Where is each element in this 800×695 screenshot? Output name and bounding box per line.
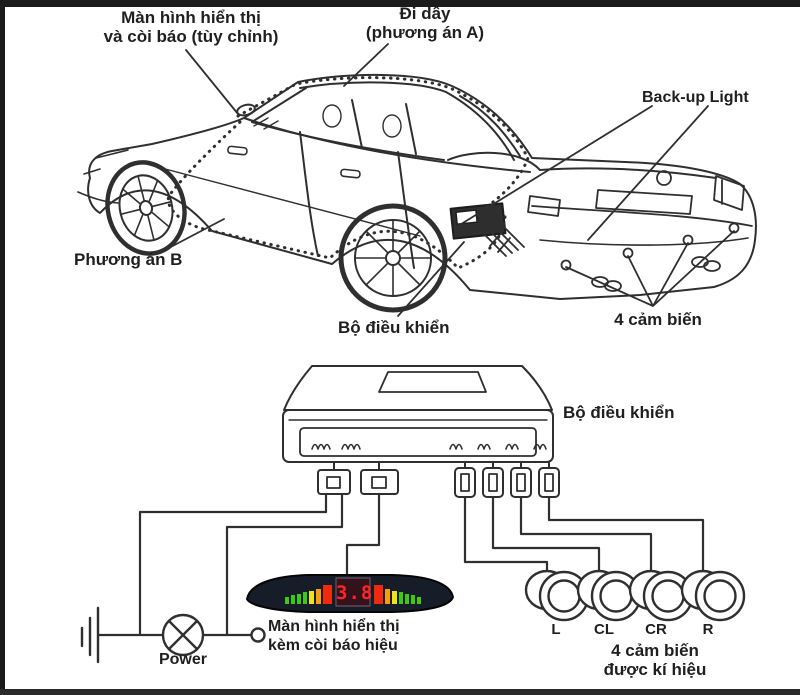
bottom-border-strip [0, 689, 800, 695]
terminal-circle-icon [250, 627, 266, 643]
label-backup-light: Back-up Light [642, 89, 749, 106]
exhaust-pipes [591, 256, 721, 292]
label-wiring-option-a: Đi dây (phương án A) [365, 4, 485, 42]
trunk-control-unit [449, 202, 507, 240]
label-option-b: Phương án B [74, 250, 183, 269]
led-bars-right [374, 585, 421, 604]
ground-icon [80, 606, 100, 664]
label-sensor-l: L [551, 621, 561, 638]
sensor-cl [576, 569, 642, 622]
label-display-with-buzzer: Màn hình hiển thị kèm còi báo hiệu [268, 618, 400, 654]
label-car-control-unit: Bộ điều khiển [338, 318, 450, 337]
sensor-cr [628, 569, 694, 622]
led-bars-left [285, 585, 332, 604]
leader-lines [164, 43, 735, 317]
left-border-strip [0, 0, 5, 695]
label-sensors-caption: 4 cảm biến được kí hiệu [603, 641, 707, 679]
control-box [282, 365, 554, 463]
label-sensor-r: R [702, 621, 714, 638]
box-pin-glyphs [311, 443, 547, 450]
distance-display-value: 3.8 [336, 582, 374, 604]
front-wheel [105, 160, 187, 256]
top-border-strip [0, 0, 800, 7]
label-power: Power [158, 651, 207, 668]
label-sensor-cr: CR [645, 621, 667, 638]
label-four-sensors: 4 cảm biến [614, 310, 702, 329]
sensor-r [680, 569, 746, 622]
sensors [524, 569, 746, 622]
car-drawing [77, 43, 757, 317]
connector-plugs [317, 461, 560, 498]
wires [96, 492, 705, 637]
power-lamp-icon [161, 613, 205, 657]
label-sensor-cl: CL [594, 621, 614, 638]
label-display-buzzer: Màn hình hiển thị và còi báo (tùy chỉnh) [103, 8, 279, 46]
dotted-route-b [166, 120, 507, 270]
bumper-sensor-dots [560, 222, 740, 271]
dotted-route-a [236, 76, 530, 212]
label-control-box: Bộ điều khiển [563, 403, 675, 422]
rear-wheel [338, 203, 448, 313]
display-unit [246, 574, 454, 613]
